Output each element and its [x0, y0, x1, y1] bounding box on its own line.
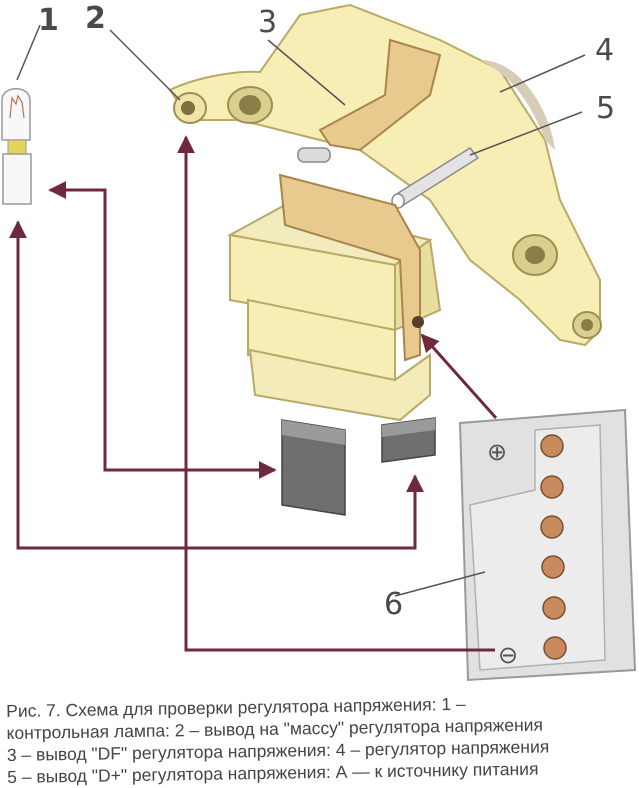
figure-caption: Рис. 7. Схема для проверки регулятора на…: [6, 690, 639, 788]
control-lamp: [1, 88, 32, 205]
df-terminal-bracket: [297, 38, 442, 163]
regulator-block: [227, 173, 442, 422]
label-df-terminal: 3: [258, 5, 277, 40]
voltage-regulator-housing: [168, 3, 602, 347]
label-dplus-terminal: 5: [596, 91, 615, 126]
label-ground-terminal: 2: [85, 1, 106, 36]
brush-right: [381, 417, 436, 463]
minus-terminal-symbol: ⊖: [498, 642, 518, 669]
dplus-terminal-pin: [391, 147, 480, 209]
label-regulator: 4: [595, 33, 614, 68]
brush-left: [281, 419, 346, 516]
plus-terminal-symbol: ⊕: [487, 439, 507, 466]
power-terminals: [540, 434, 567, 660]
label-lamp: 1: [38, 3, 59, 38]
ground-terminal: [173, 92, 207, 124]
regulator-test-diagram: ⊕ ⊖ 1 2 3 4 5 6: [1, 1, 637, 682]
test-wires: [9, 135, 498, 652]
callout-lines: [16, 24, 586, 597]
power-source-box: [458, 408, 637, 682]
label-power-source: 6: [384, 587, 403, 622]
